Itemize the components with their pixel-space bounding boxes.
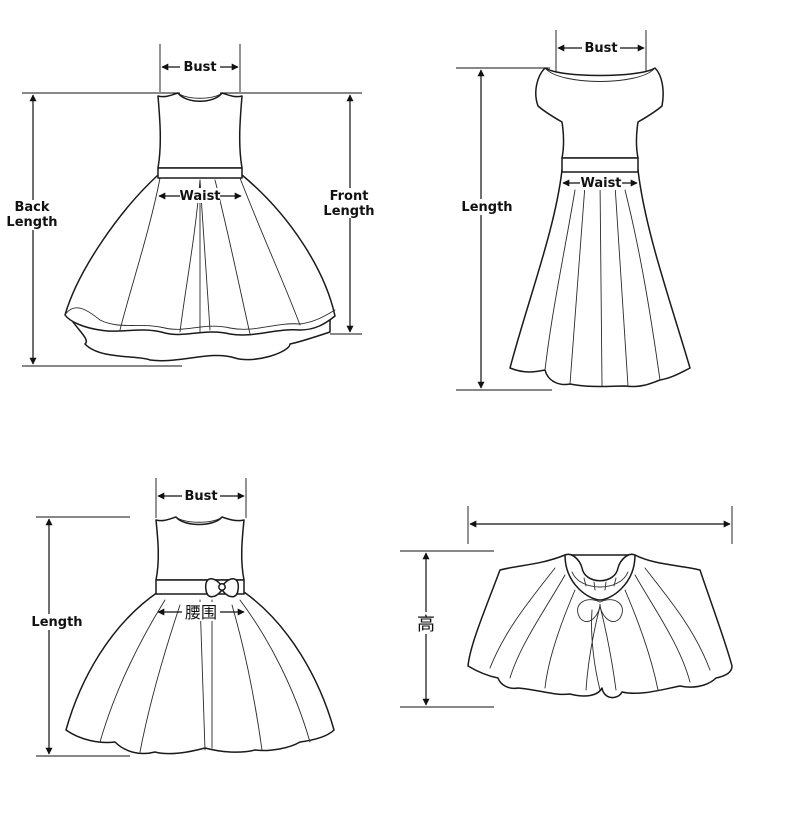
cape-height-label: 高 (417, 614, 435, 635)
cape-gathers (571, 571, 629, 591)
dress-2-pleat-lines (544, 179, 661, 387)
dress-3-pleat-lines (99, 599, 311, 753)
dress-1-bodice (157, 92, 243, 169)
dress-1-waistband (157, 167, 243, 179)
dress-2-waist-label: Waist (580, 176, 621, 191)
cape-collar (564, 553, 636, 601)
dress-3-waist-label: 腰围 (185, 603, 217, 622)
dress-2-length-label: Length (461, 200, 512, 215)
dress-1-hem-band (64, 307, 336, 330)
cape-bow-icon (577, 599, 623, 623)
dress-3-bodice (155, 516, 245, 581)
dress-1-bust-label: Bust (183, 60, 216, 75)
dress-1-back-length-label-1: Back (14, 200, 49, 215)
dress-3-group: Bust 腰围 Length (31, 478, 335, 757)
dress-2-waistband (561, 157, 639, 173)
cape-bow-ties (585, 605, 617, 691)
dress-1-back-length-label-2: Length (6, 215, 57, 230)
dress-3-neckline (175, 516, 223, 523)
dress-1-front-length-label-2: Length (323, 204, 374, 219)
dress-2-group: Bust Waist Length (456, 30, 691, 391)
dress-2-bust-label: Bust (584, 41, 617, 56)
dress-1-neckline (177, 92, 223, 99)
dress-3-bow-knot (218, 583, 226, 591)
cape-body (467, 554, 733, 699)
dress-1-pleat-lines (119, 177, 301, 335)
dress-2-neckline (544, 67, 656, 82)
cape-drape-lines (489, 567, 711, 691)
dress-1-waist-label: Waist (179, 189, 220, 204)
cape-group: 高 (400, 506, 733, 708)
dress-1-front-length-label-1: Front (330, 189, 369, 204)
dress-3-bust-label: Bust (184, 489, 217, 504)
dress-3-length-label: Length (31, 615, 82, 630)
dress-1-group: Bust Waist Back Length Front Length (6, 44, 378, 367)
dress-2-skirt (509, 169, 691, 388)
